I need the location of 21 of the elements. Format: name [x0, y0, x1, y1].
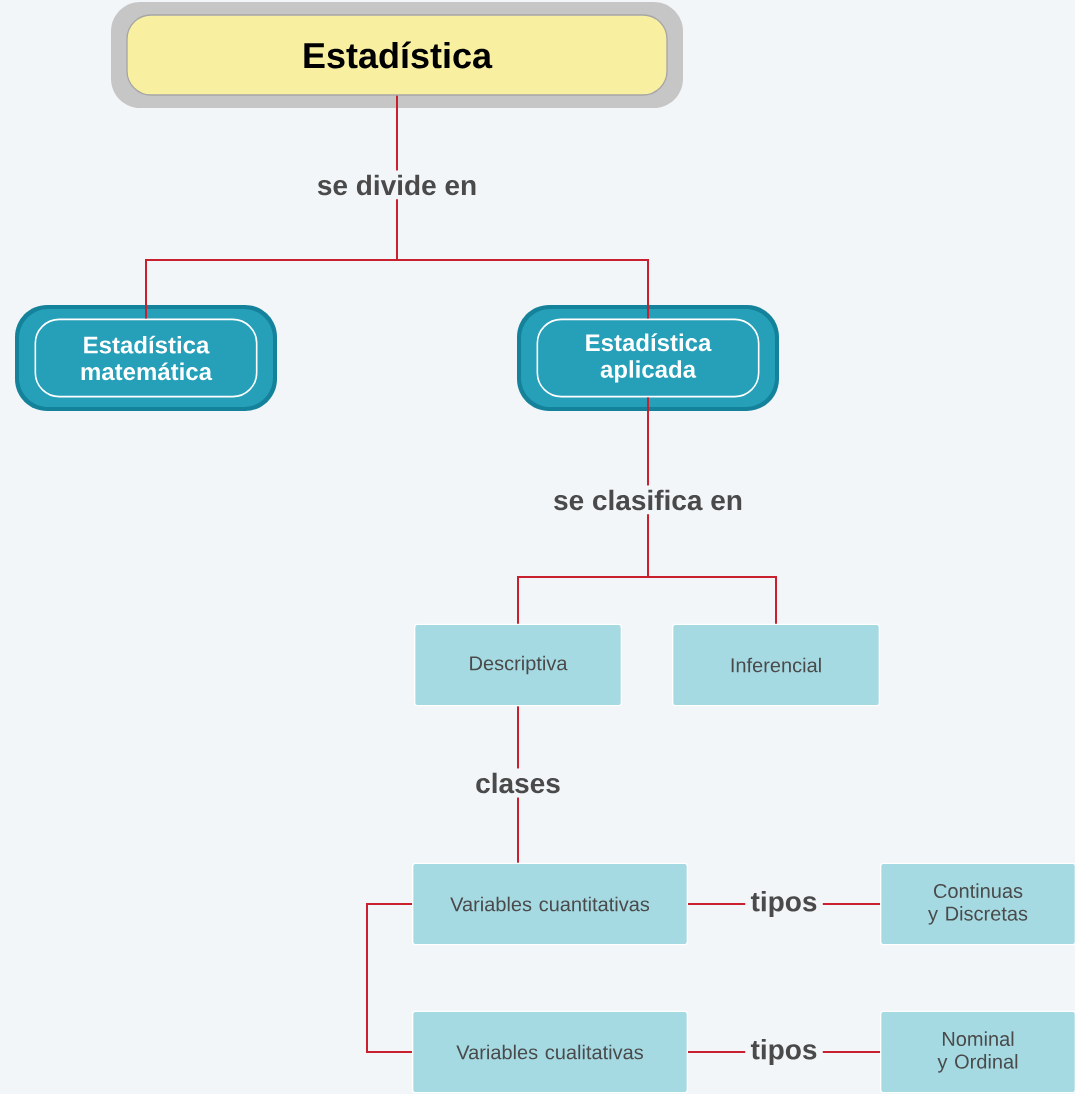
concept-box: Variables cualitativas	[412, 1010, 688, 1094]
connector-line	[647, 396, 649, 487]
title-box: Estadística	[111, 2, 683, 108]
connector-line	[647, 513, 777, 625]
connector-text: se clasifica en	[554, 489, 742, 511]
connector-text: se divide en	[317, 174, 476, 196]
concept-box: Variables cuantitativas	[412, 862, 688, 946]
concept-box: Continuas y Discretas	[880, 862, 1075, 946]
concept-box: Nominal y Ordinal	[880, 1010, 1075, 1094]
connector-line	[517, 796, 519, 864]
category-box: Estadística matemática	[15, 305, 277, 411]
connector-text: clases	[476, 772, 560, 794]
connector-line	[396, 94, 398, 172]
connector-line	[366, 903, 413, 1053]
edge-label: tipos	[745, 1033, 823, 1071]
concept-box: Inferencial	[672, 623, 880, 707]
category-box: Estadística aplicada	[517, 305, 779, 411]
edge-label: tipos	[745, 885, 823, 923]
concept-box: Descriptiva	[414, 623, 622, 707]
connector-line	[396, 198, 649, 320]
connector-line	[517, 705, 519, 770]
